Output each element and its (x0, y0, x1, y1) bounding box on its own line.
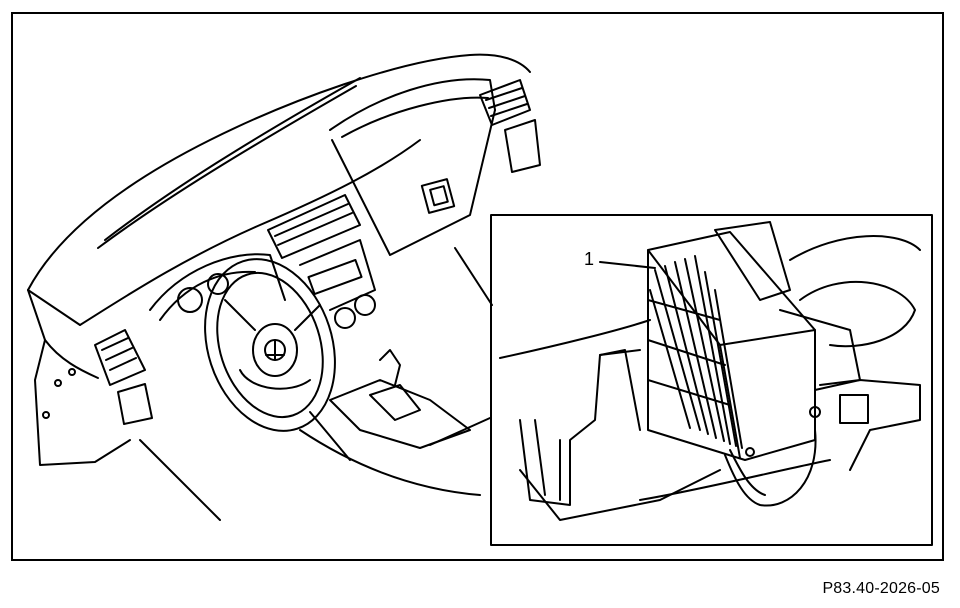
callout-label: 1 (584, 249, 595, 269)
detail-inset (490, 214, 933, 546)
dashboard-drawing (27, 53, 541, 521)
figure-frame (11, 12, 944, 561)
figure-code: P83.40-2026-05 (822, 580, 940, 597)
